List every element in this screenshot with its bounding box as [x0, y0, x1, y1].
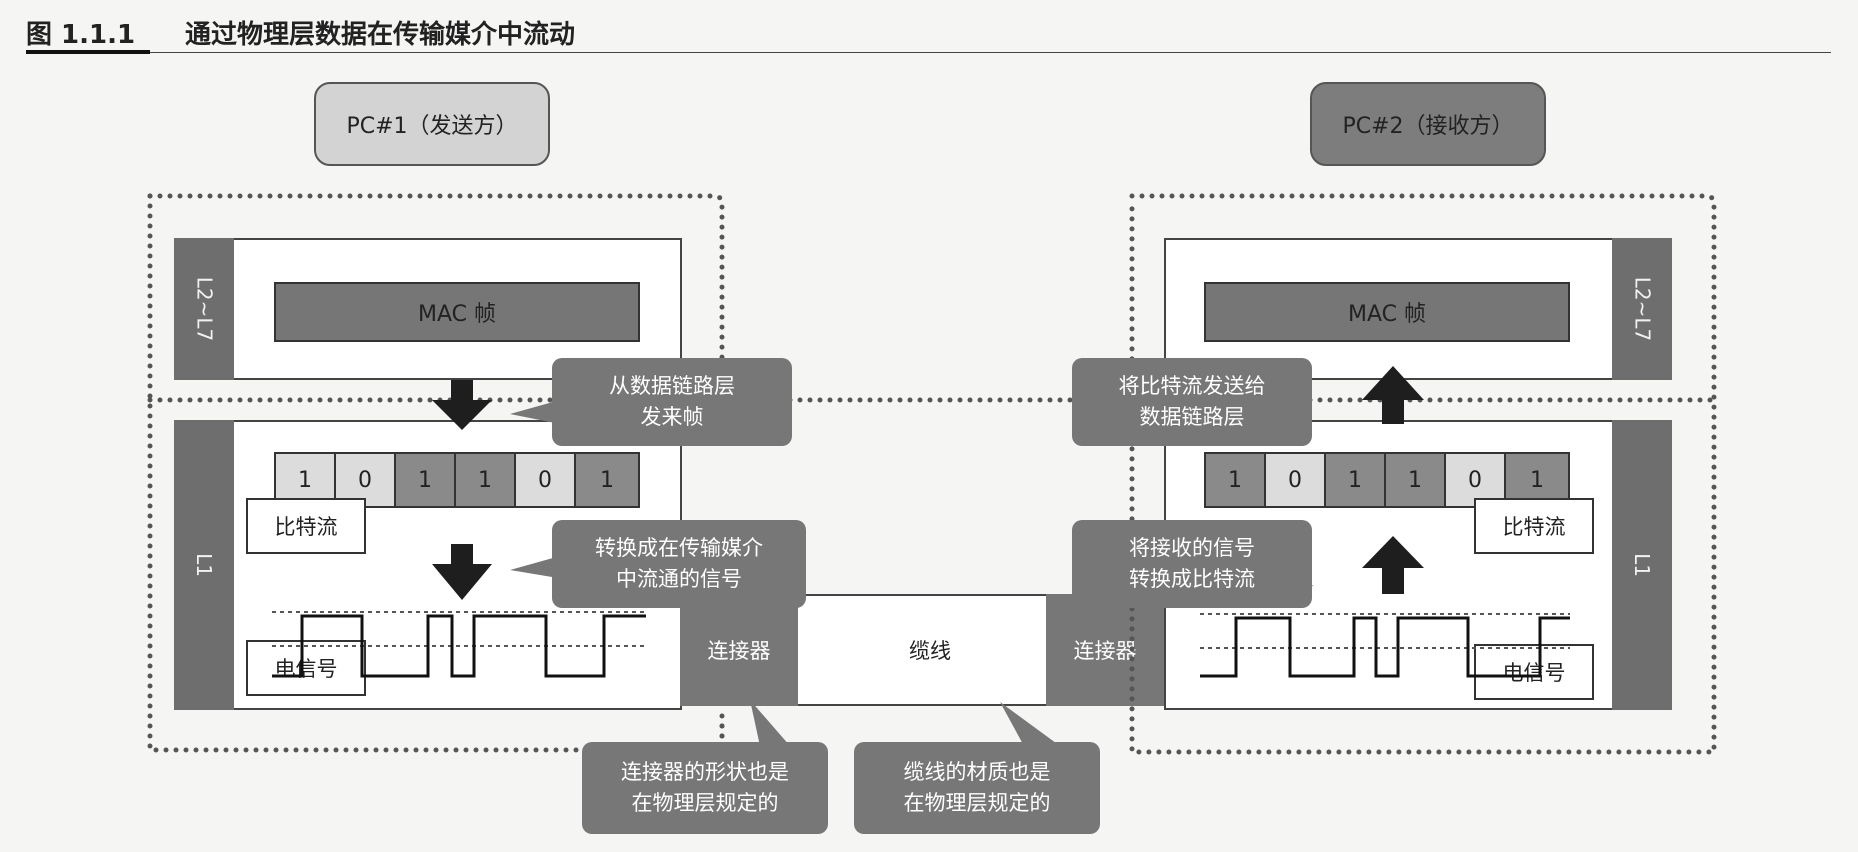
pc1-lower-sidebar: L1	[174, 420, 234, 710]
pc1-callout-convert: 转换成在传输媒介 中流通的信号	[552, 520, 806, 608]
figure-number: 图 1.1.1	[26, 20, 136, 50]
pc1-upper-sidebar: L2~L7	[174, 238, 234, 380]
pc2-mac-frame: MAC 帧	[1204, 282, 1570, 342]
pc2-bit: 0	[1264, 452, 1326, 508]
figure-title: 通过物理层数据在传输媒介中流动	[185, 20, 576, 50]
connector-right: 连接器	[1046, 594, 1164, 706]
pc2-bit: 1	[1324, 452, 1386, 508]
title-underline	[26, 50, 150, 54]
pc1-bit: 0	[514, 452, 576, 508]
title-rule	[26, 52, 1831, 53]
pc1-label: PC#1（发送方）	[314, 82, 550, 166]
cable: 缆线	[796, 594, 1064, 706]
pc2-bitstream-label: 比特流	[1474, 498, 1594, 554]
pc2-layer-upper: L2~L7	[1630, 276, 1654, 342]
connector-left: 连接器	[680, 594, 798, 706]
pc2-callout-convert: 将接收的信号 转换成比特流	[1072, 520, 1312, 608]
pc1-signal-label: 电信号	[246, 640, 366, 696]
pc2-lower-sidebar: L1	[1612, 420, 1672, 710]
note-connector: 连接器的形状也是 在物理层规定的	[582, 742, 828, 834]
pc1-mac-frame: MAC 帧	[274, 282, 640, 342]
pc1-layer-upper: L2~L7	[192, 276, 216, 342]
pc1-bitstream-label: 比特流	[246, 498, 366, 554]
pc2-layer-lower: L1	[1630, 553, 1654, 577]
callout-tail	[1000, 702, 1060, 746]
pc2-bit: 1	[1384, 452, 1446, 508]
pc1-bit: 1	[574, 452, 640, 508]
pc1-callout-datalink: 从数据链路层 发来帧	[552, 358, 792, 446]
pc1-bit: 1	[394, 452, 456, 508]
pc2-callout-datalink: 将比特流发送给 数据链路层	[1072, 358, 1312, 446]
pc2-upper-sidebar: L2~L7	[1612, 238, 1672, 380]
note-cable: 缆线的材质也是 在物理层规定的	[854, 742, 1100, 834]
pc2-signal-label: 电信号	[1474, 644, 1594, 700]
pc1-layer-lower: L1	[192, 553, 216, 577]
pc2-label: PC#2（接收方）	[1310, 82, 1546, 166]
callout-tail	[750, 700, 790, 746]
pc2-bit: 1	[1204, 452, 1266, 508]
pc1-bit: 1	[454, 452, 516, 508]
